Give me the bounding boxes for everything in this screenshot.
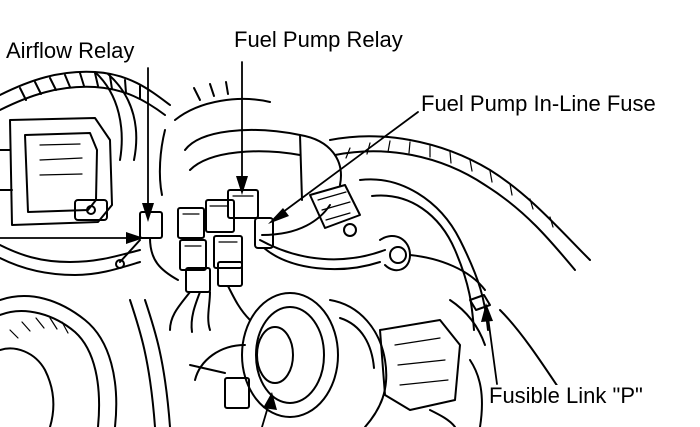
fusible-link-label: Fusible Link "P" bbox=[489, 383, 643, 408]
fusible-link-arrowhead bbox=[481, 303, 493, 322]
lower-left-hoses bbox=[0, 244, 171, 427]
left-unlabeled-arrowhead bbox=[126, 232, 144, 244]
right-wiring-harness bbox=[329, 135, 591, 346]
inline-fuse-leader bbox=[274, 111, 419, 219]
relay-cluster bbox=[139, 189, 274, 293]
mounting-bracket bbox=[309, 184, 361, 237]
fusible-link-leader bbox=[486, 309, 498, 385]
fuel-pump-relay-arrowhead bbox=[236, 176, 248, 195]
fuel-pump-inline-fuse-label: Fuel Pump In-Line Fuse bbox=[421, 91, 656, 116]
callout-leaders bbox=[0, 61, 498, 427]
alternator-pulley bbox=[189, 292, 388, 427]
fuel-pump-relay-label: Fuel Pump Relay bbox=[234, 27, 403, 52]
inline-fuse-arrowhead bbox=[268, 208, 289, 224]
airflow-relay-label: Airflow Relay bbox=[6, 38, 135, 63]
airflow-relay-arrowhead bbox=[142, 203, 154, 222]
bottom-unlabeled-arrowhead bbox=[263, 392, 277, 410]
intake-plenum bbox=[158, 81, 342, 201]
relay-wiring bbox=[115, 204, 386, 333]
left-wiring-harness bbox=[0, 70, 171, 161]
air-cleaner-housing bbox=[0, 117, 113, 226]
lower-right-components bbox=[379, 309, 561, 427]
